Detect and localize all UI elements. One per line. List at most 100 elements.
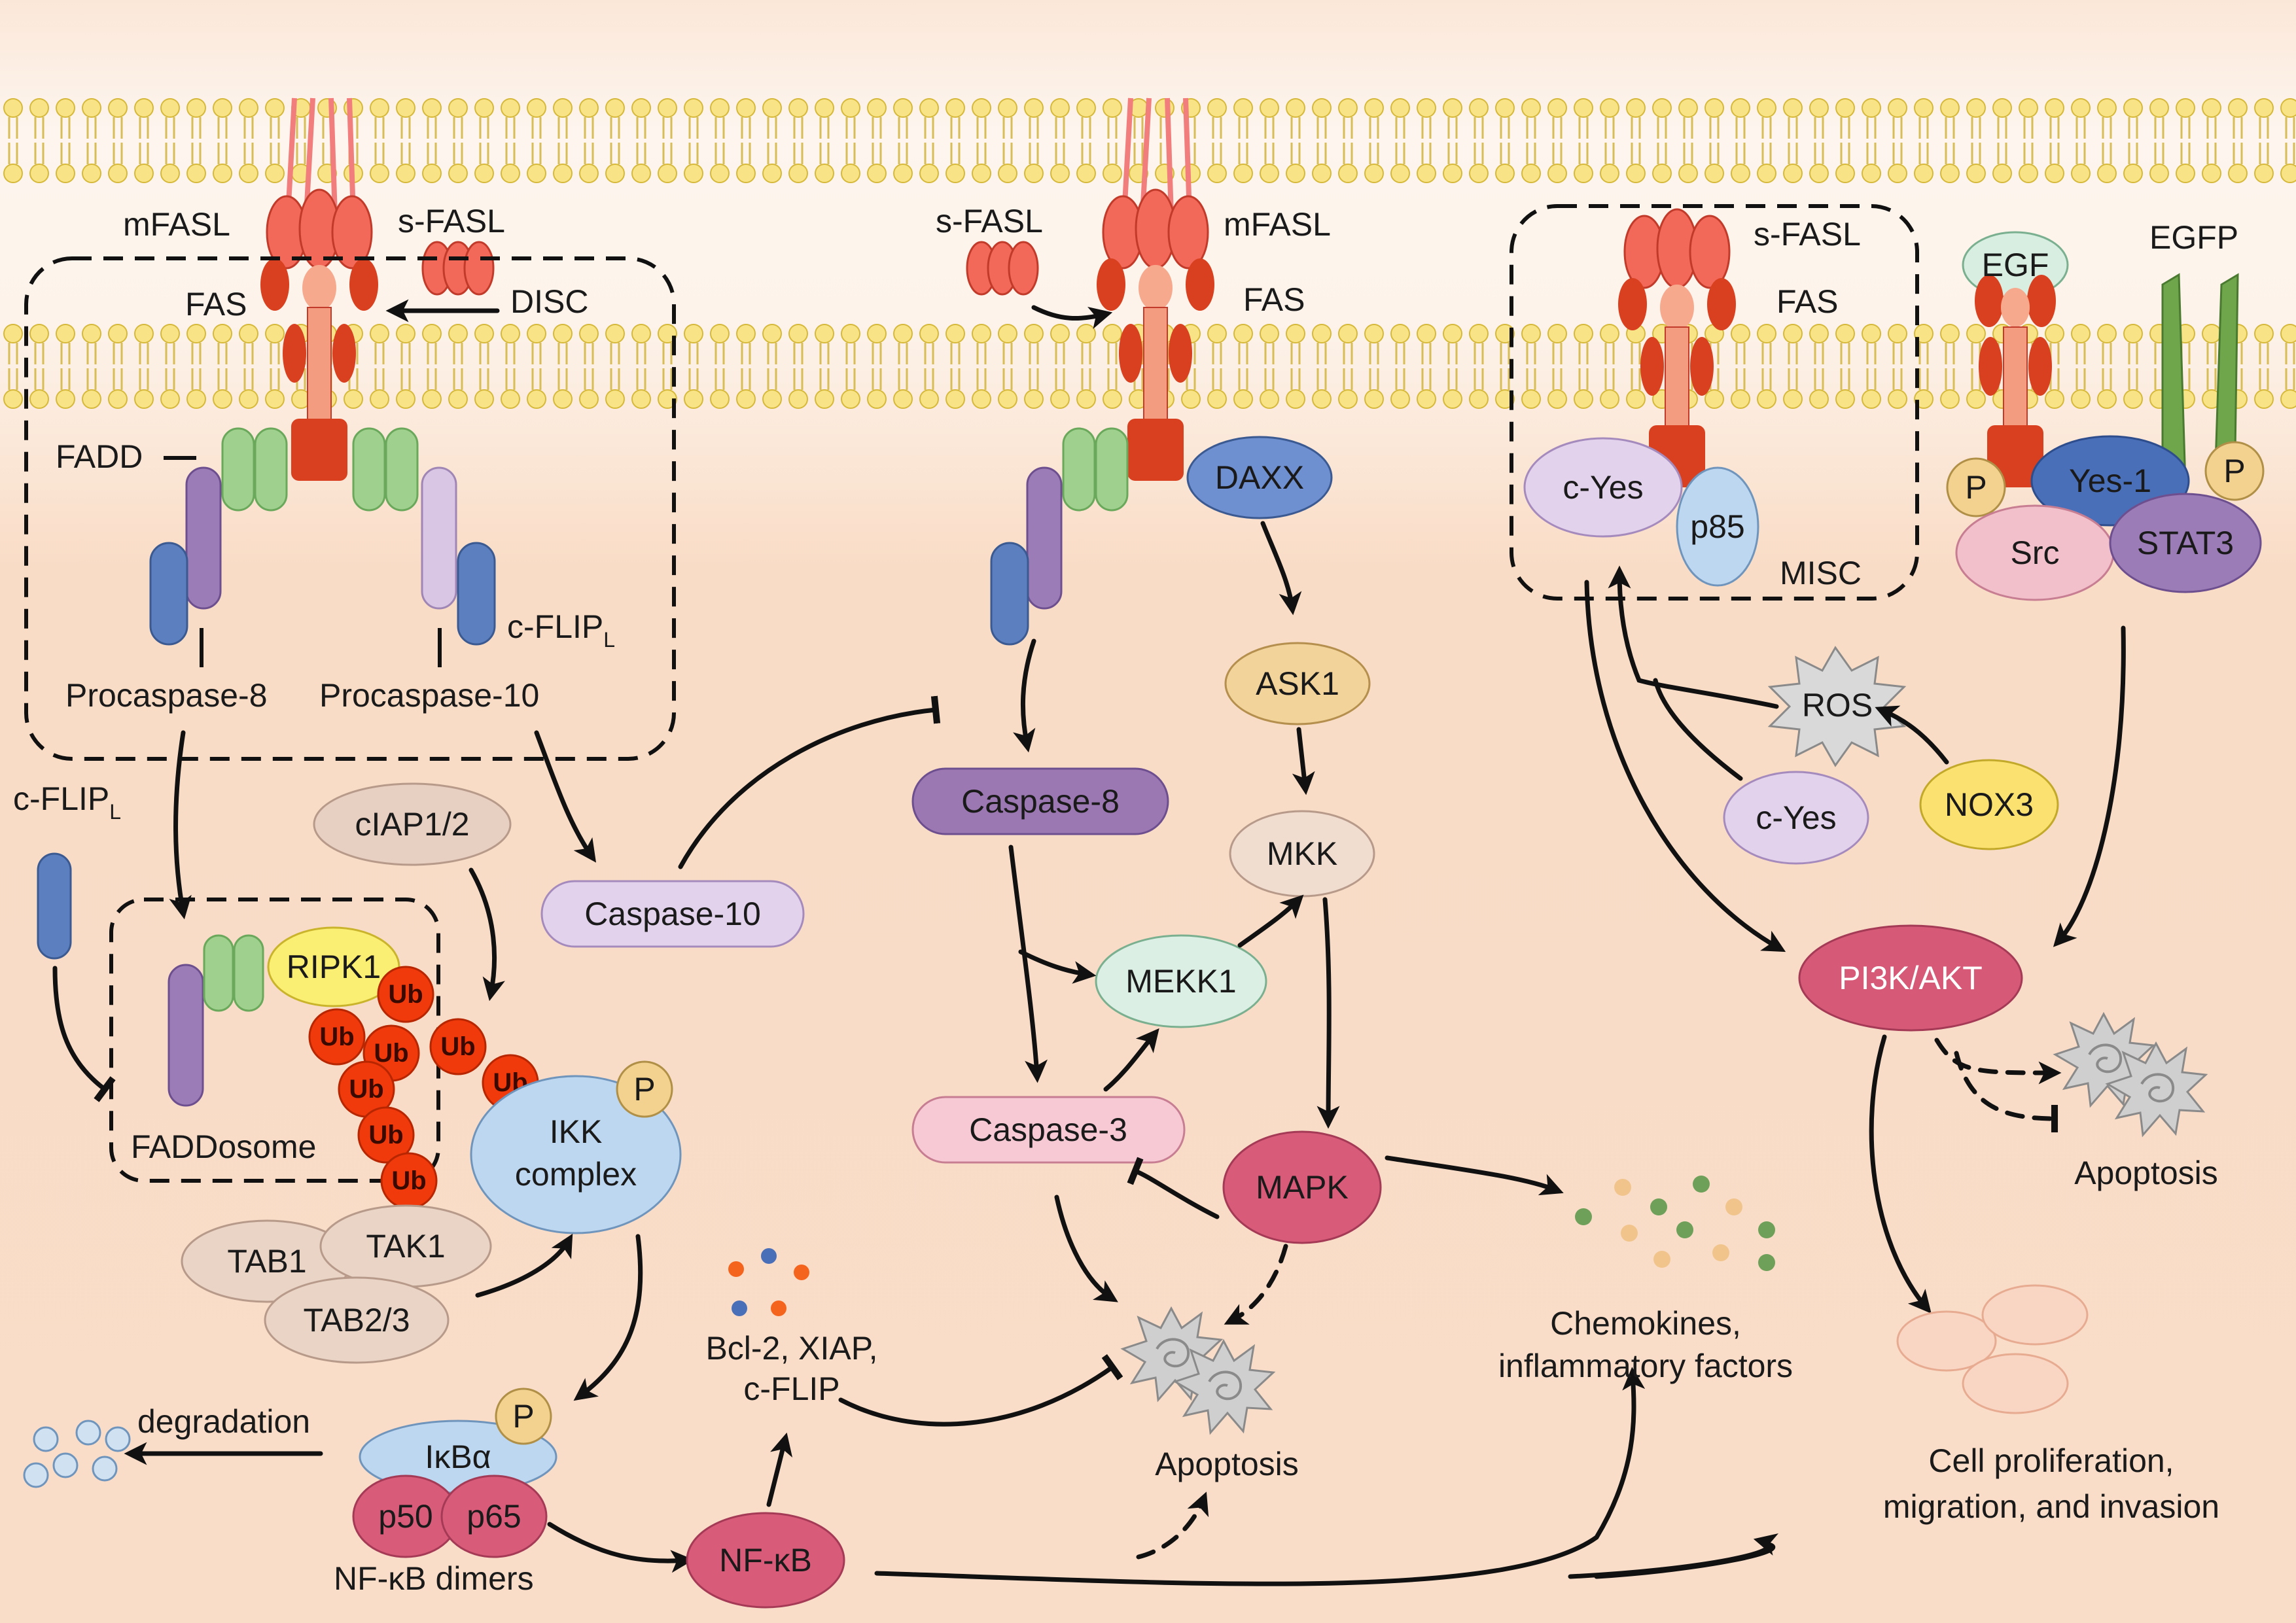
degradation-dots	[23, 1420, 131, 1488]
disc-box	[24, 256, 676, 761]
mkk-node: MKK	[1229, 810, 1375, 898]
label-fas-left: FAS	[185, 286, 247, 323]
inhibit-mapk-caspase3	[1127, 1157, 1220, 1219]
svg-text:P: P	[2223, 453, 2245, 489]
label-procaspase8: Procaspase-8	[65, 677, 268, 714]
arrow-dimers-nfkb	[547, 1522, 694, 1573]
arrow-daxx-ask1	[1260, 521, 1302, 616]
label-mfasl-left: mFASL	[123, 206, 230, 243]
svg-text:NOX3: NOX3	[1945, 786, 2034, 823]
label-bcl2-line1: Bcl-2, XIAP,	[705, 1330, 877, 1367]
svg-text:cIAP1/2: cIAP1/2	[355, 806, 469, 843]
ros-node: ROS	[1767, 646, 1907, 767]
ikba-phospho-icon: P	[495, 1387, 552, 1445]
ripk1-node: RIPK1	[267, 926, 400, 1007]
ciap-node: cIAP1/2	[313, 782, 512, 866]
label-degradation: degradation	[137, 1403, 310, 1440]
arrow-procasp10-caspase10	[534, 730, 597, 863]
label-fas-right: FAS	[1776, 283, 1838, 320]
arrow-ciap-ub	[468, 867, 505, 1002]
svg-text:DAXX: DAXX	[1215, 459, 1304, 496]
fas-receptor-left	[260, 97, 378, 481]
label-mfasl-middle: mFASL	[1224, 206, 1331, 243]
arrow-caspase3-mekk1	[1103, 1028, 1159, 1092]
arrow-pi3k-proliferation	[1869, 1034, 1932, 1314]
arrow-ikk-ikba	[573, 1234, 643, 1401]
svg-text:Caspase-3: Caspase-3	[969, 1111, 1127, 1148]
arrow-to-caspase8	[1013, 638, 1036, 753]
cyes-free-node: c-Yes	[1723, 771, 1869, 865]
svg-text:Caspase-10: Caspase-10	[584, 896, 761, 932]
label-prolif-line2: migration, and invasion	[1883, 1488, 2219, 1525]
label-apoptosis-center: Apoptosis	[1155, 1446, 1299, 1482]
arrow-sfasl-fas-middle	[1031, 305, 1113, 329]
svg-text:complex: complex	[515, 1156, 637, 1193]
soluble-fasl-middle	[966, 241, 1039, 296]
caspase8-node: Caspase-8	[911, 767, 1169, 835]
arrow-misc-pi3k	[1584, 580, 1786, 952]
stat3-node: STAT3	[2109, 493, 2262, 593]
tab1-node: TAB1	[181, 1219, 353, 1303]
svg-text:Ub: Ub	[374, 1039, 408, 1068]
dashed-mapk-apoptosis	[1224, 1244, 1288, 1325]
cyes-box-node: c-Yes	[1523, 437, 1683, 538]
svg-text:Ub: Ub	[368, 1121, 403, 1149]
arrow-nox3-ros	[1875, 705, 1949, 765]
label-sfasl-left: s-FASL	[398, 203, 505, 239]
svg-text:p65: p65	[467, 1498, 521, 1535]
svg-text:Ub: Ub	[388, 980, 423, 1009]
svg-text:PI3K/AKT: PI3K/AKT	[1839, 960, 1983, 996]
svg-text:Caspase-8: Caspase-8	[961, 783, 1120, 820]
src-node: Src	[1955, 504, 2115, 601]
phospho-right-egfp: P	[2204, 441, 2265, 501]
nox3-node: NOX3	[1919, 759, 2059, 850]
arrow-stat3-pi3k	[2053, 625, 2126, 947]
ikk-phospho-icon: P	[616, 1060, 673, 1118]
mapk-node: MAPK	[1222, 1130, 1382, 1244]
mekk1-node: MEKK1	[1095, 934, 1267, 1028]
proliferating-cells-icon	[1896, 1284, 2089, 1414]
label-cflip-left: c-FLIPL	[13, 780, 121, 824]
inhibit-caspase10-caspase8	[678, 695, 941, 869]
p85-node: p85	[1676, 466, 1759, 587]
faddosome-procaspase	[168, 964, 204, 1107]
misc-box	[1510, 204, 1919, 601]
svg-text:Ub: Ub	[440, 1032, 475, 1061]
label-chemokines-line2: inflammatory factors	[1498, 1348, 1793, 1384]
procaspase8-blue	[149, 542, 188, 646]
label-nfkb-dimers: NF-κB dimers	[334, 1560, 534, 1597]
label-cflip-box: c-FLIPL	[507, 608, 615, 652]
procaspase10-blue	[457, 542, 496, 646]
arrow-ros-cyes	[1608, 565, 1779, 709]
svg-text:P: P	[512, 1398, 534, 1435]
label-disc: DISC	[510, 283, 588, 320]
label-misc: MISC	[1780, 555, 1862, 591]
svg-text:MKK: MKK	[1267, 835, 1337, 872]
arrow-cyes-free-branch	[1653, 678, 1743, 781]
svg-text:NF-κB: NF-κB	[719, 1542, 812, 1579]
inhibit-cflip-faddosome	[52, 966, 116, 1102]
svg-text:STAT3: STAT3	[2137, 525, 2234, 561]
ikk-complex-node: IKK complex	[470, 1075, 682, 1234]
caspase10-node: Caspase-10	[540, 880, 805, 948]
p50-node: p50	[352, 1475, 459, 1558]
arrow-caspase8-caspase3	[1008, 845, 1048, 1083]
label-fadd: FADD	[56, 438, 143, 475]
svg-text:p85: p85	[1690, 508, 1744, 545]
cflip-left-icon	[37, 852, 72, 960]
fadd-dimer-left-a	[221, 427, 288, 512]
chemokine-dots	[1575, 1176, 1775, 1271]
middle-procaspase-blue	[990, 542, 1029, 646]
svg-text:P: P	[1965, 469, 1987, 506]
fas-receptor-middle	[1097, 97, 1214, 481]
tab23-node: TAB2/3	[264, 1276, 450, 1364]
label-sfasl-right: s-FASL	[1754, 216, 1861, 253]
daxx-node: DAXX	[1186, 436, 1333, 519]
cflip-domain	[421, 466, 457, 610]
phospho-left-egf: P	[1946, 457, 2006, 517]
svg-text:ASK1: ASK1	[1256, 665, 1339, 702]
svg-text:ROS: ROS	[1802, 687, 1873, 724]
label-apoptosis-right: Apoptosis	[2074, 1155, 2218, 1191]
label-egf: EGF	[1982, 247, 2049, 283]
